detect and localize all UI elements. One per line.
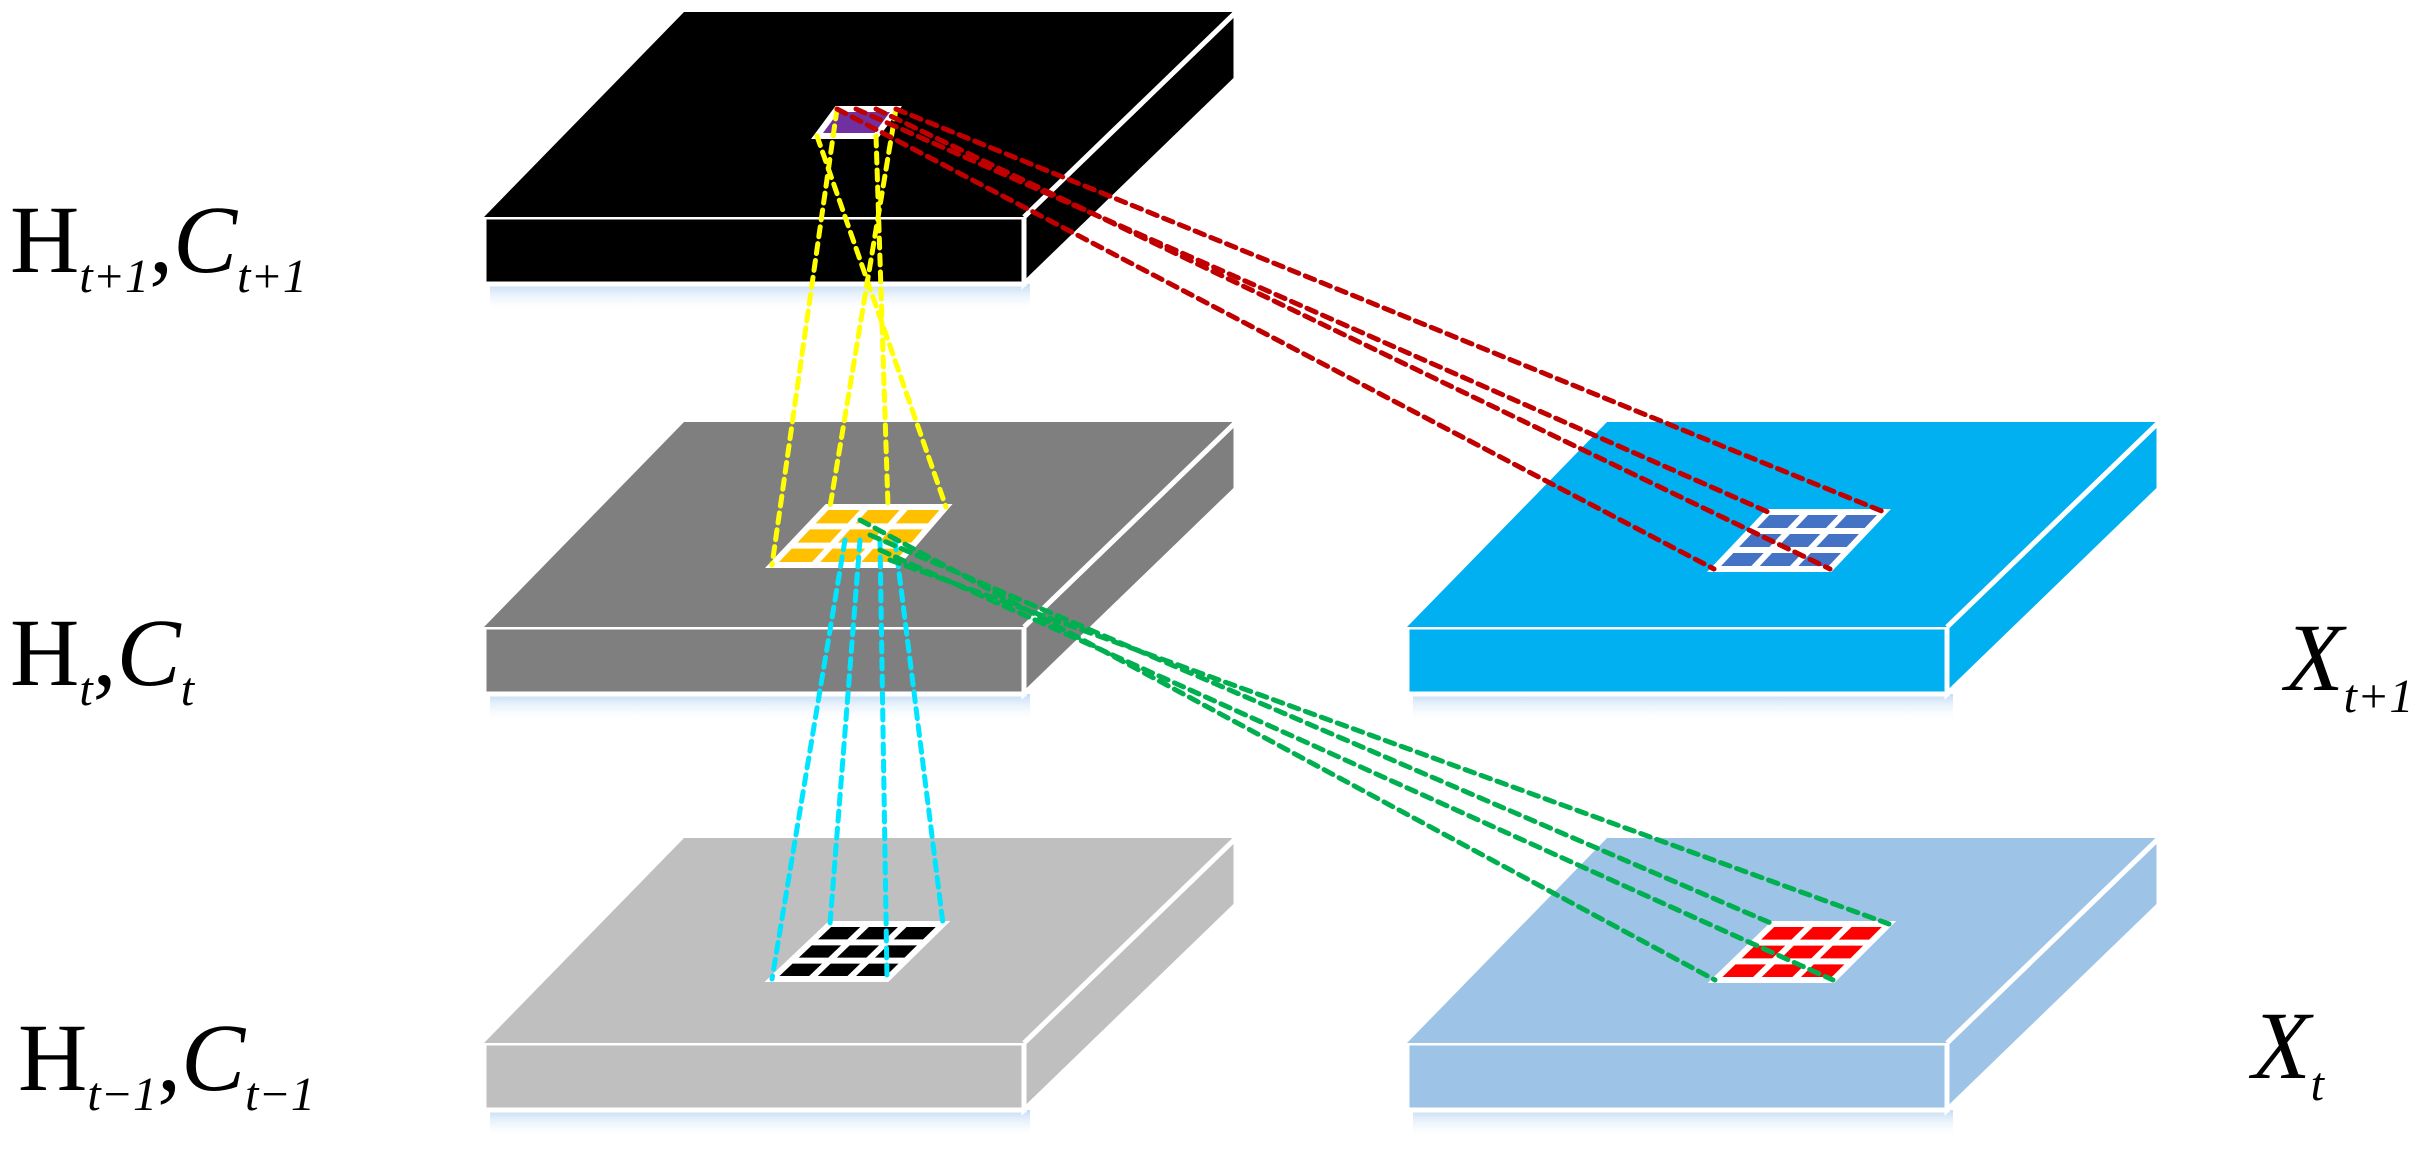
- feature-map-blocks: [481, 6, 2162, 1138]
- block-edge: [1022, 10, 1238, 219]
- block-front-face: [1404, 624, 1950, 697]
- dotted-connection-line: [769, 537, 848, 982]
- block-h-curr: [481, 416, 1239, 722]
- dotted-connection-line: [853, 106, 1771, 515]
- block-x-curr: [1404, 832, 2162, 1138]
- grid-line: [852, 505, 909, 567]
- dotted-connection-line: [893, 106, 1887, 515]
- block-edge: [1945, 420, 2161, 629]
- dotted-connection-line: [857, 517, 1718, 983]
- grid-line: [846, 921, 908, 982]
- dotted-connection-line: [873, 106, 1833, 572]
- dotted-connection-line: [769, 106, 840, 568]
- block-shadow: [1413, 1110, 1953, 1138]
- dotted-connection-line: [887, 557, 1892, 927]
- label-x-curr: Xt: [2248, 992, 2326, 1111]
- block-shadow: [490, 1110, 1030, 1138]
- grid-line: [1752, 921, 1814, 983]
- block-edge: [1022, 836, 1238, 1045]
- dotted-connection-line: [892, 537, 946, 927]
- patch-x-curr: [1707, 921, 1897, 983]
- dotted-connection-line: [834, 106, 1717, 572]
- dotted-connection-line: [867, 532, 1776, 927]
- label-h-curr: Ht,Ct: [10, 599, 196, 716]
- block-edge: [1022, 420, 1238, 629]
- grid-line: [811, 504, 869, 568]
- block-edge: [1945, 836, 2161, 1045]
- connection-lines: [769, 106, 1892, 983]
- block-shadow: [490, 284, 1030, 312]
- dotted-connection-line: [827, 106, 899, 510]
- block-front-face: [1404, 1040, 1950, 1113]
- lines-x-next-to-h-next: [834, 106, 1887, 572]
- dotted-connection-line: [877, 547, 1836, 983]
- block-h-prev: [481, 832, 1239, 1138]
- label-h-prev: Ht−1,Ct−1: [18, 1004, 315, 1121]
- lines-x-curr-to-h-curr: [857, 517, 1892, 983]
- grid-line: [1750, 509, 1809, 572]
- label-x-next: Xt+1: [2281, 604, 2413, 723]
- block-shadow: [490, 694, 1030, 722]
- block-shadow: [1413, 694, 1953, 722]
- block-front-face: [481, 1040, 1027, 1113]
- dotted-connection-line: [877, 537, 890, 982]
- label-h-next: Ht+1,Ct+1: [10, 186, 307, 303]
- lines-h-curr-to-h-next: [769, 106, 949, 568]
- patch-h-prev: [764, 921, 951, 982]
- lines-h-prev-to-h-curr: [769, 537, 946, 982]
- block-front-face: [481, 624, 1027, 697]
- grid-line: [1789, 509, 1848, 572]
- grid-line: [808, 921, 870, 982]
- dotted-connection-line: [827, 537, 863, 927]
- dotted-connection-line: [814, 133, 949, 510]
- grid-line: [1791, 921, 1853, 983]
- block-front-face: [481, 214, 1027, 287]
